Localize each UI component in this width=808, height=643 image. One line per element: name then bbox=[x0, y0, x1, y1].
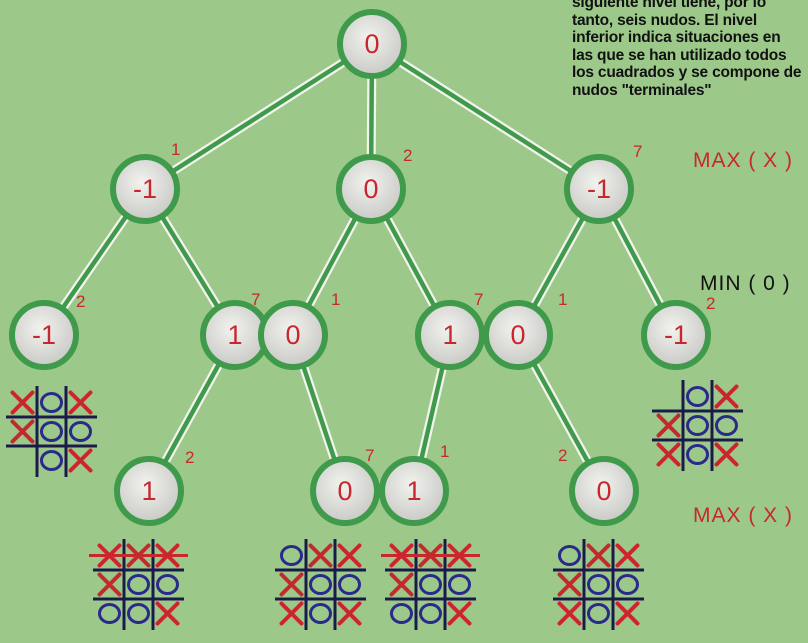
x-mark-icon bbox=[340, 604, 360, 624]
node-order-tag: 1 bbox=[558, 290, 567, 309]
x-mark-icon bbox=[340, 546, 360, 566]
o-mark-icon bbox=[450, 576, 470, 594]
level-label-max-top: MAX ( X ) bbox=[693, 149, 793, 173]
tree-node-i: 11 bbox=[382, 442, 449, 523]
x-mark-icon bbox=[100, 575, 120, 595]
board-g bbox=[89, 539, 188, 630]
o-mark-icon bbox=[129, 576, 149, 594]
x-mark-icon bbox=[311, 546, 331, 566]
node-value: -1 bbox=[587, 174, 611, 204]
board-h bbox=[275, 539, 366, 630]
x-mark-icon bbox=[618, 546, 638, 566]
o-mark-icon bbox=[311, 576, 331, 594]
node-order-tag: 2 bbox=[706, 294, 715, 313]
node-value: 0 bbox=[363, 174, 378, 204]
node-order-tag: 2 bbox=[185, 448, 194, 467]
tree-node-j: 02 bbox=[558, 446, 636, 523]
node-order-tag: 2 bbox=[558, 446, 567, 465]
node-value: 0 bbox=[285, 320, 300, 350]
node-order-tag: 7 bbox=[633, 142, 642, 161]
tree-node-e: 01 bbox=[486, 290, 567, 367]
o-mark-icon bbox=[100, 605, 120, 623]
node-order-tag: 7 bbox=[474, 290, 483, 309]
node-value: -1 bbox=[664, 320, 688, 350]
board-j bbox=[553, 539, 644, 630]
node-order-tag: 1 bbox=[440, 442, 449, 461]
o-mark-icon bbox=[311, 605, 331, 623]
tree-node-h: 07 bbox=[313, 446, 377, 523]
node-order-tag: 1 bbox=[171, 140, 180, 159]
tree-node-n3: -1 7 bbox=[567, 142, 642, 221]
node-order-tag: 7 bbox=[365, 446, 374, 465]
tree-edge bbox=[372, 44, 599, 189]
x-mark-icon bbox=[13, 393, 33, 413]
node-value: 1 bbox=[141, 476, 156, 506]
o-mark-icon bbox=[42, 452, 62, 470]
caption-text: siguiente nivel tiene, por lo tanto, sei… bbox=[572, 0, 804, 99]
node-value: 0 bbox=[364, 29, 379, 59]
x-mark-icon bbox=[71, 393, 91, 413]
board-i bbox=[381, 539, 480, 630]
level-label-min: MIN ( 0 ) bbox=[700, 272, 791, 296]
x-mark-icon bbox=[659, 445, 679, 465]
o-mark-icon bbox=[688, 388, 708, 406]
x-mark-icon bbox=[13, 422, 33, 442]
tree-node-c: 01 bbox=[261, 290, 340, 367]
o-mark-icon bbox=[688, 446, 708, 464]
o-mark-icon bbox=[560, 547, 580, 565]
node-value: 1 bbox=[227, 320, 242, 350]
node-value: -1 bbox=[32, 320, 56, 350]
node-order-tag: 2 bbox=[403, 146, 412, 165]
o-mark-icon bbox=[340, 576, 360, 594]
tree-edge bbox=[145, 44, 372, 189]
x-mark-icon bbox=[659, 416, 679, 436]
x-mark-icon bbox=[717, 387, 737, 407]
tree-node-g: 12 bbox=[117, 448, 194, 523]
node-order-tag: 1 bbox=[331, 290, 340, 309]
x-mark-icon bbox=[158, 604, 178, 624]
o-mark-icon bbox=[392, 605, 412, 623]
x-mark-icon bbox=[618, 604, 638, 624]
node-value: -1 bbox=[133, 174, 157, 204]
tree-node-a: -1 2 bbox=[12, 292, 85, 367]
tree-node-n1: -1 1 bbox=[113, 140, 180, 221]
x-mark-icon bbox=[717, 445, 737, 465]
x-mark-icon bbox=[450, 604, 470, 624]
o-mark-icon bbox=[42, 394, 62, 412]
node-value: 0 bbox=[337, 476, 352, 506]
node-value: 1 bbox=[406, 476, 421, 506]
o-mark-icon bbox=[282, 547, 302, 565]
x-mark-icon bbox=[560, 575, 580, 595]
o-mark-icon bbox=[618, 576, 638, 594]
o-mark-icon bbox=[421, 605, 441, 623]
x-mark-icon bbox=[392, 575, 412, 595]
x-mark-icon bbox=[589, 546, 609, 566]
tree-node-f: -1 2 bbox=[644, 294, 715, 367]
tree-edges bbox=[44, 44, 676, 491]
node-value: 0 bbox=[510, 320, 525, 350]
o-mark-icon bbox=[129, 605, 149, 623]
tree-node-n2: 02 bbox=[339, 146, 412, 221]
o-mark-icon bbox=[589, 576, 609, 594]
o-mark-icon bbox=[42, 423, 62, 441]
o-mark-icon bbox=[158, 576, 178, 594]
x-mark-icon bbox=[71, 451, 91, 471]
o-mark-icon bbox=[589, 605, 609, 623]
board-f bbox=[652, 380, 743, 471]
tree-node-root: 0 bbox=[340, 12, 404, 76]
node-value: 1 bbox=[442, 320, 457, 350]
node-order-tag: 2 bbox=[76, 292, 85, 311]
node-order-tag: 7 bbox=[251, 290, 260, 309]
o-mark-icon bbox=[71, 423, 91, 441]
x-mark-icon bbox=[282, 575, 302, 595]
x-mark-icon bbox=[560, 604, 580, 624]
x-mark-icon bbox=[282, 604, 302, 624]
board-a bbox=[6, 386, 97, 477]
level-label-max-bottom: MAX ( X ) bbox=[693, 504, 793, 528]
o-mark-icon bbox=[717, 417, 737, 435]
node-value: 0 bbox=[596, 476, 611, 506]
o-mark-icon bbox=[421, 576, 441, 594]
o-mark-icon bbox=[688, 417, 708, 435]
